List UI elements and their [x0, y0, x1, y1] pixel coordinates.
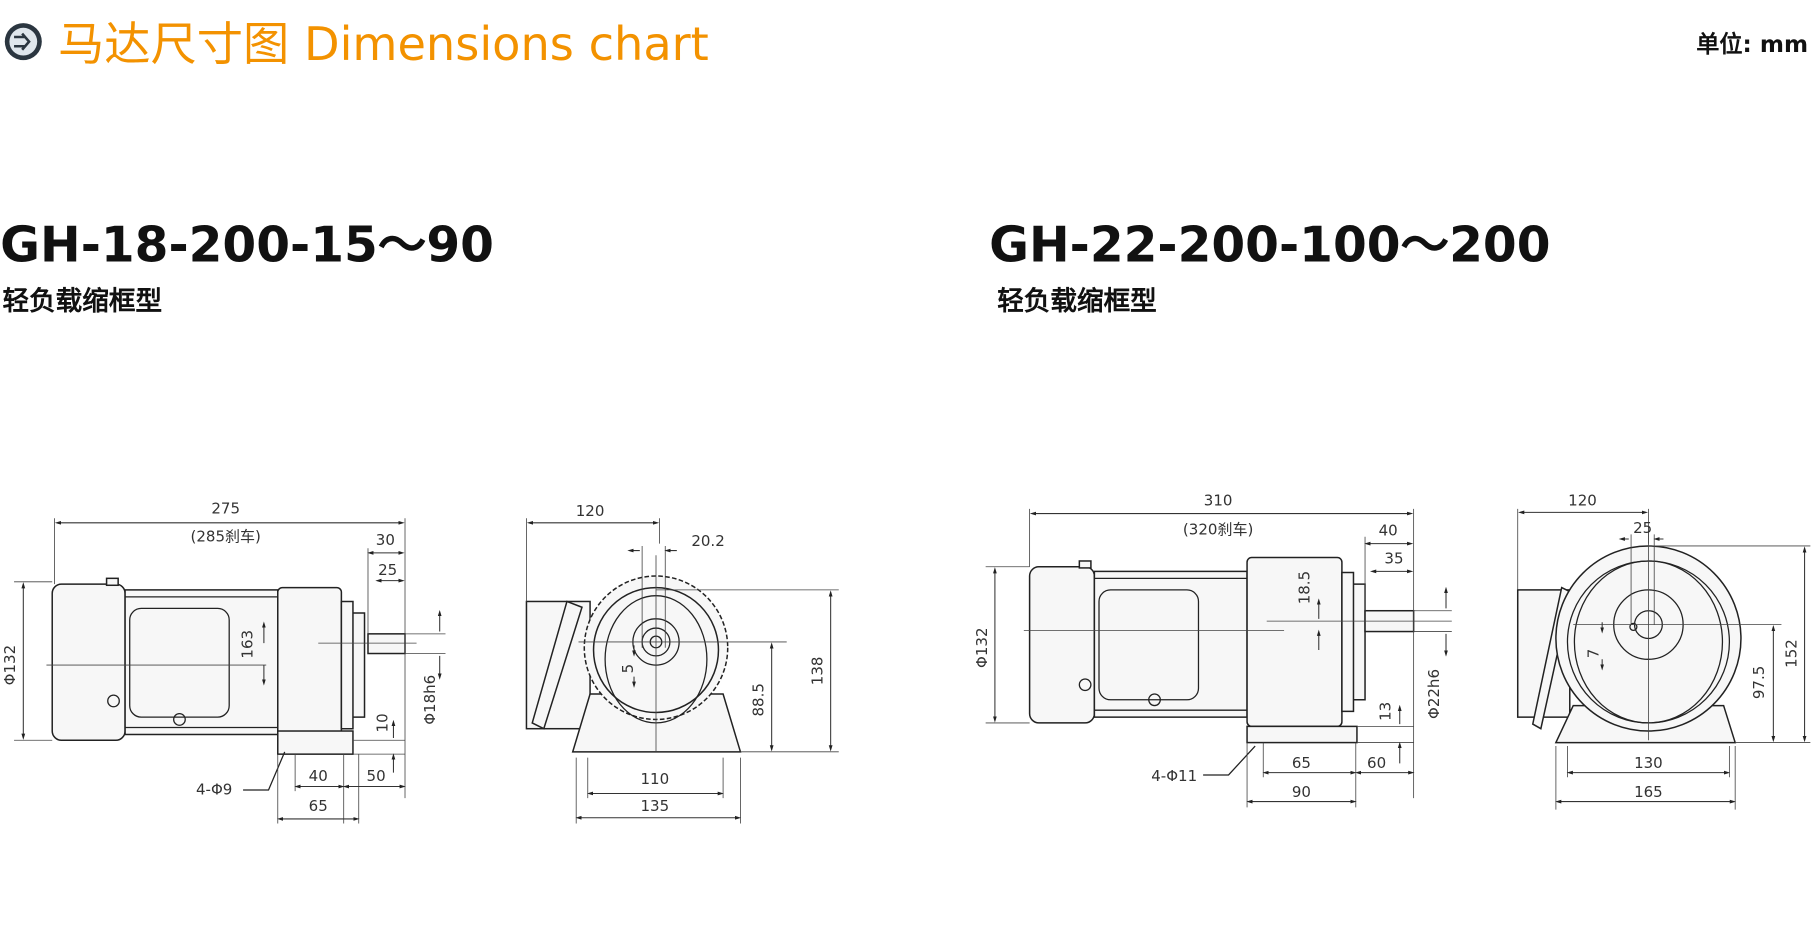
dim-diameter: Φ132: [1, 645, 19, 685]
dim-foot-b: 50: [367, 767, 386, 785]
dim-height: 152: [1782, 639, 1800, 668]
model-subtitle: 轻负载缩框型: [997, 286, 1157, 317]
dim-length: 310: [1204, 491, 1233, 509]
side-view-2: 310 (320刹车) 40 35 Φ132 18.5 Φ22h6 13 4-Φ…: [973, 491, 1452, 808]
dim-shaft-diameter: Φ18h6: [421, 675, 439, 725]
dim-foot-a: 110: [641, 770, 670, 788]
header-icon: [4, 23, 42, 61]
dim-key-depth: 5: [619, 664, 637, 674]
dim-mount-holes: 4-Φ11: [1151, 767, 1197, 785]
dim-length-brake: (320刹车): [1183, 520, 1253, 538]
dim-shaft-diameter: Φ22h6: [1425, 669, 1443, 719]
dim-height: 138: [809, 657, 827, 686]
dim-foot-b: 60: [1367, 754, 1386, 772]
front-view-2: 120 25 7 97.5 152 130 165: [1516, 491, 1811, 810]
unit-label: 单位: mm: [1696, 31, 1808, 58]
front-view-1: 120 20.2 5 88.5 138 110 135: [525, 502, 839, 824]
dim-mount-holes: 4-Φ9: [196, 781, 232, 799]
dim-key-length: 25: [378, 561, 397, 579]
dim-diameter: Φ132: [973, 627, 991, 667]
model-title: GH-18-200-15～90: [0, 217, 494, 273]
dim-length-brake: (285刹车): [191, 527, 261, 545]
dim-foot-c: 90: [1292, 783, 1311, 801]
dim-width: 120: [576, 502, 605, 520]
dim-width: 120: [1568, 491, 1597, 509]
dim-key-width: 25: [1633, 519, 1652, 537]
dim-foot-c: 65: [309, 797, 328, 815]
dim-key-width: 20.2: [691, 532, 724, 550]
dim-foot-height: 13: [1376, 702, 1394, 721]
dim-shaft-length: 40: [1379, 522, 1398, 540]
dim-key-depth: 7: [1585, 649, 1603, 659]
dim-foot-a: 65: [1292, 754, 1311, 772]
dim-key-length: 35: [1384, 549, 1403, 567]
dim-center-height: 88.5: [750, 683, 768, 716]
dim-shaft-length: 30: [376, 531, 395, 549]
dim-offset: 163: [238, 630, 256, 659]
dim-foot-height: 10: [374, 713, 392, 732]
model-subtitle: 轻负载缩框型: [2, 286, 162, 317]
page-title: 马达尺寸图 Dimensions chart: [58, 17, 709, 71]
dim-foot-a: 130: [1634, 754, 1663, 772]
dim-foot-b: 165: [1634, 783, 1663, 801]
model-title: GH-22-200-100～200: [989, 217, 1550, 273]
side-view-1: 275 (285刹车) 30 25 Φ132 163 Φ18h6 10 4-Φ9…: [1, 500, 446, 824]
dim-center-height: 97.5: [1750, 666, 1768, 699]
dim-offset: 18.5: [1296, 571, 1314, 604]
dim-foot-a: 40: [309, 767, 328, 785]
dim-foot-b: 135: [641, 797, 670, 815]
dim-length: 275: [211, 500, 240, 518]
